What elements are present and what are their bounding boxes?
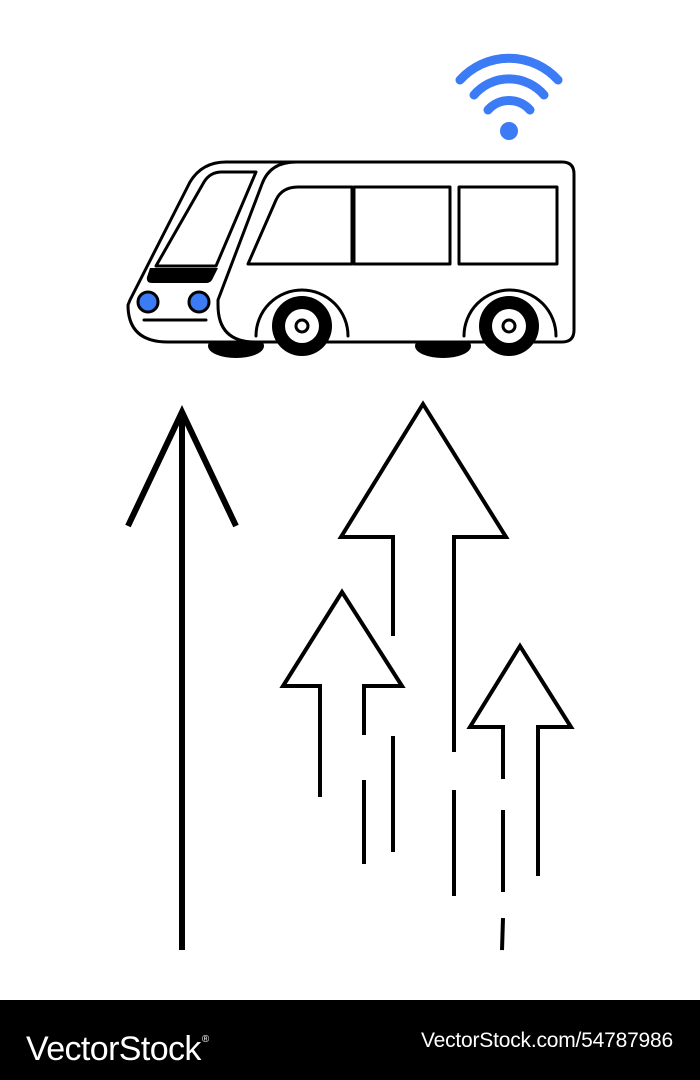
arrow-up-icon <box>125 404 239 950</box>
wifi-icon <box>455 53 563 140</box>
brand-logo: VectorStock® <box>26 1020 209 1069</box>
registered-mark: ® <box>201 1034 209 1045</box>
illustration-canvas <box>125 53 576 951</box>
illustration <box>125 53 576 951</box>
footer-bar: VectorStock® VectorStock.com/54787986 <box>0 1000 700 1080</box>
arrow-up-icon <box>337 400 510 896</box>
arrow-up-icon <box>279 588 406 864</box>
arrow-up-icon <box>466 642 575 951</box>
image-credit: VectorStock.com/54787986 <box>420 1029 673 1052</box>
bus-icon <box>126 160 576 358</box>
brand-name: VectorStock <box>26 1030 201 1068</box>
